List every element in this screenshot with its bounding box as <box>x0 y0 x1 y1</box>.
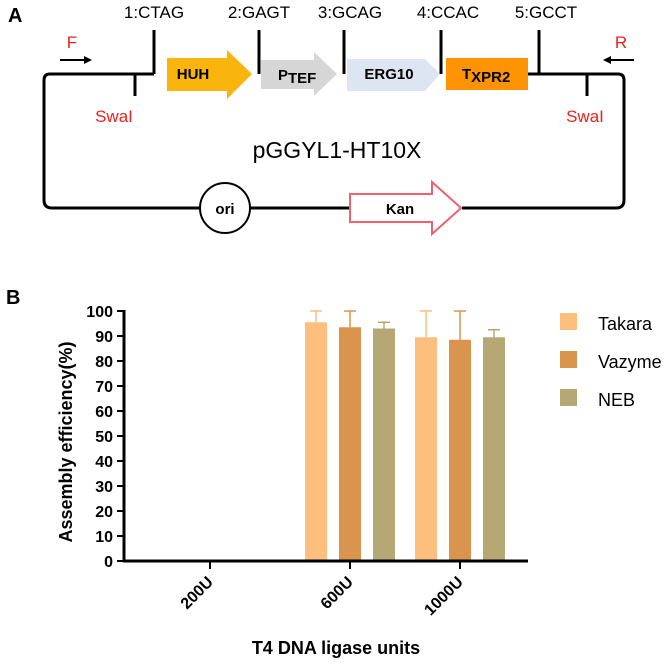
y-tick-label: 10 <box>95 529 113 546</box>
panel-a-letter: A <box>8 5 22 27</box>
y-axis-title: Assembly efficiency(%) <box>56 341 76 542</box>
kan-label: Kan <box>386 201 414 218</box>
y-tick-label: 100 <box>86 304 113 321</box>
y-tick-label: 90 <box>95 329 113 346</box>
y-tick-label: 20 <box>95 504 113 521</box>
bar-neb-1000u <box>483 337 505 561</box>
backbone-left-bottom <box>42 108 200 210</box>
erg10-part <box>347 59 440 91</box>
site-label-3: 3:GCAG <box>318 3 382 22</box>
y-tick-label: 0 <box>104 554 113 571</box>
site-label-5: 5:GCCT <box>515 3 577 22</box>
x-tick-label: 600U <box>318 574 357 613</box>
erg10-label: ERG10 <box>364 66 413 83</box>
legend-swatch-neb <box>560 389 577 406</box>
bar-chart: 0 10 20 30 40 50 60 70 80 90 100 200U 600U 1000U Tak… <box>56 304 662 658</box>
primer-r-arrow <box>603 56 634 64</box>
x-axis-title: T4 DNA ligase units <box>252 638 420 658</box>
panel-b-letter: B <box>6 287 20 309</box>
ori-circle <box>199 182 251 234</box>
terminator-part <box>446 58 528 90</box>
terminator-label: TXPR2 <box>462 66 510 86</box>
y-tick-label: 80 <box>95 354 113 371</box>
y-axis-ticks: 0 10 20 30 40 50 60 70 80 90 100 <box>86 304 124 571</box>
backbone-left-arc <box>42 72 154 108</box>
legend-swatch-vazyme <box>560 351 577 368</box>
site-label-1: 1:CTAG <box>124 3 184 22</box>
kan-part <box>349 179 463 237</box>
y-tick-label: 30 <box>95 479 113 496</box>
promoter-label: PTEF <box>278 67 316 87</box>
primer-f-label: F <box>67 33 77 52</box>
x-tick-label: 1000U <box>421 574 466 619</box>
backbone-right-arc <box>462 72 626 210</box>
site-label-2: 2:GAGT <box>228 3 290 22</box>
bar-series <box>305 310 505 561</box>
bar-neb-600u <box>373 328 395 561</box>
legend-label-neb: NEB <box>598 390 635 410</box>
swai-right-label: SwaI <box>566 107 604 126</box>
primer-r-label: R <box>615 33 627 52</box>
huh-part <box>167 50 252 99</box>
primer-f-arrow <box>60 56 92 64</box>
y-tick-label: 50 <box>95 429 113 446</box>
bar-takara-600u <box>305 322 327 561</box>
x-axis-ticks: 200U 600U 1000U <box>178 561 467 619</box>
legend-label-takara: Takara <box>598 314 653 334</box>
legend-swatch-takara <box>560 313 577 330</box>
bar-vazyme-600u <box>339 327 361 561</box>
promoter-part <box>261 52 337 96</box>
ori-label: ori <box>215 201 234 218</box>
y-tick-label: 70 <box>95 379 113 396</box>
y-tick-label: 60 <box>95 404 113 421</box>
bar-takara-1000u <box>415 337 437 561</box>
site-label-4: 4:CCAC <box>417 3 479 22</box>
huh-label: HUH <box>177 66 210 83</box>
x-tick-label: 200U <box>178 574 217 613</box>
plasmid-backbone <box>42 30 626 210</box>
bar-vazyme-1000u <box>449 339 471 561</box>
y-tick-label: 40 <box>95 454 113 471</box>
plasmid-name: pGGYL1-HT10X <box>253 137 422 163</box>
legend-label-vazyme: Vazyme <box>598 352 662 372</box>
swai-left-label: SwaI <box>95 107 133 126</box>
